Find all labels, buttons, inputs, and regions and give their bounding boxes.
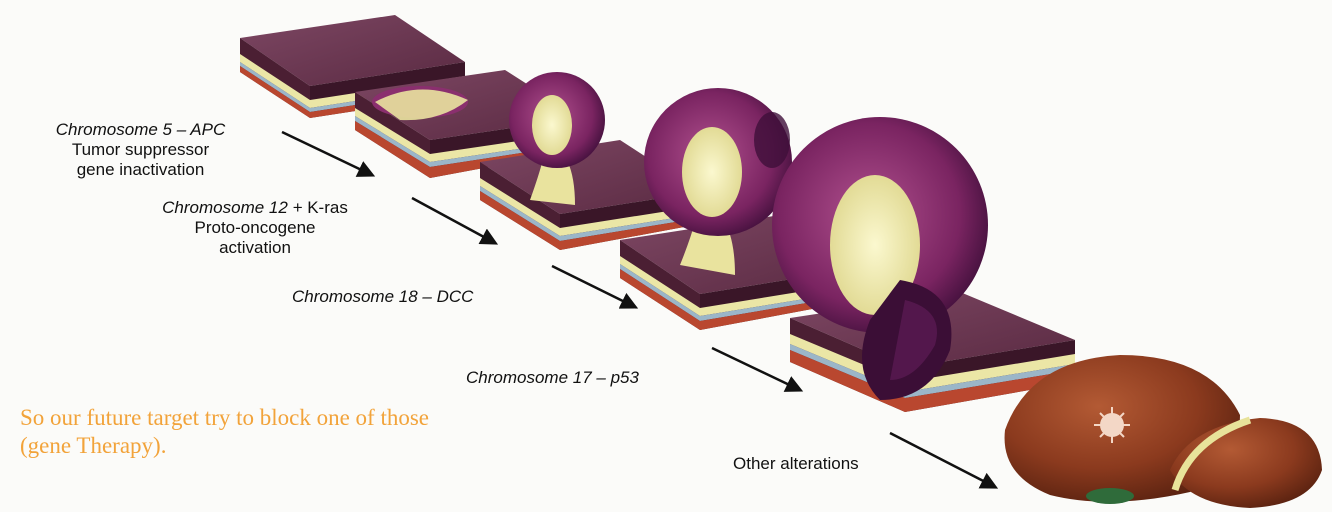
gene-therapy-note-line1: So our future target try to block one of… bbox=[20, 404, 429, 432]
label-chr5-line2: gene inactivation bbox=[8, 160, 273, 180]
label-other-alterations: Other alterations bbox=[733, 454, 859, 474]
tissue-block-carcinoma bbox=[772, 117, 1075, 412]
label-chr12-title-b: K-ras bbox=[307, 198, 348, 217]
gene-therapy-note: So our future target try to block one of… bbox=[20, 404, 429, 460]
liver-illustration bbox=[1005, 355, 1322, 508]
label-chr5-line1: Tumor suppressor bbox=[8, 140, 273, 160]
arrow-chr5 bbox=[282, 132, 372, 175]
label-chr17: Chromosome 17 – p53 bbox=[466, 368, 639, 388]
label-chr5-title: Chromosome 5 – APC bbox=[8, 120, 273, 140]
label-chr12-title-a: Chromosome 12 + bbox=[162, 198, 307, 217]
gene-therapy-note-line2: (gene Therapy). bbox=[20, 432, 429, 460]
label-chr12-line1: Proto-oncogene bbox=[105, 218, 405, 238]
label-chr12: Chromosome 12 + K-ras Proto-oncogene act… bbox=[105, 198, 405, 258]
label-chr5: Chromosome 5 – APC Tumor suppressor gene… bbox=[8, 120, 273, 180]
label-chr18: Chromosome 18 – DCC bbox=[292, 287, 473, 307]
label-chr12-line2: activation bbox=[105, 238, 405, 258]
arrow-chr12 bbox=[412, 198, 495, 243]
arrow-chr17 bbox=[712, 348, 800, 390]
arrow-other bbox=[890, 433, 995, 487]
